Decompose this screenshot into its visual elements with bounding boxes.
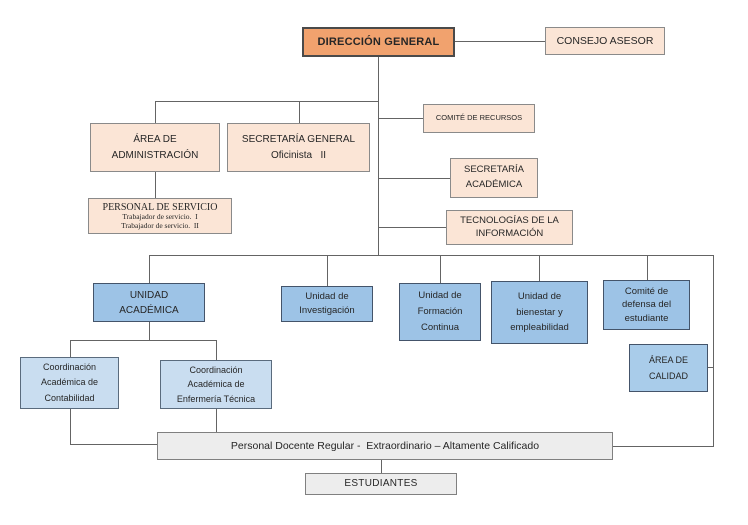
connector-line	[216, 340, 217, 360]
connector-line	[149, 322, 150, 340]
connector-line	[440, 255, 441, 283]
connector-line	[70, 340, 71, 357]
connector-line	[539, 255, 540, 281]
connector-line	[70, 340, 216, 341]
node-area-administracion: ÁREA DE ADMINISTRACIÓN	[90, 123, 220, 172]
node-label: ÁREA DE CALIDAD	[648, 354, 688, 381]
node-unidad-academica: UNIDAD ACADÉMICA	[93, 283, 205, 322]
connector-line	[155, 101, 156, 123]
node-label: CONSEJO ASESOR	[556, 34, 654, 47]
connector-line	[70, 409, 71, 444]
connector-line	[149, 255, 150, 283]
node-personal-docente: Personal Docente Regular - Extraordinari…	[157, 432, 613, 460]
node-label: TECNOLOGÍAS DE LA INFORMACIÓN	[460, 214, 559, 239]
node-sublabel: Trabajador de servicio. II	[121, 220, 199, 230]
node-label: PERSONAL DE SERVICIO	[102, 201, 218, 213]
node-label: Unidad de Investigación	[299, 290, 355, 316]
connector-line	[713, 255, 714, 447]
node-coordinacion-contabilidad: Coordinación Académica de Contabilidad	[20, 357, 119, 409]
node-direccion-general: DIRECCIÓN GENERAL	[302, 27, 455, 57]
node-label: DIRECCIÓN GENERAL	[317, 35, 440, 48]
node-label: SECRETARÍA ACADÉMICA	[463, 164, 524, 190]
node-coordinacion-enfermeria: Coordinación Académica de Enfermería Téc…	[160, 360, 272, 409]
connector-line	[155, 101, 378, 102]
connector-line	[299, 101, 300, 123]
node-comite-defensa: Comité de defensa del estudiante	[603, 280, 690, 330]
connector-line	[381, 460, 382, 473]
node-comite-recursos: COMITÉ DE RECURSOS	[423, 104, 535, 133]
node-label: SECRETARÍA GENERAL	[241, 133, 356, 145]
connector-line	[378, 118, 423, 119]
node-unidad-investigacion: Unidad de Investigación	[281, 286, 373, 322]
connector-line	[155, 172, 156, 198]
connector-line	[70, 444, 157, 445]
node-label: ÁREA DE ADMINISTRACIÓN	[111, 133, 199, 161]
node-area-calidad: ÁREA DE CALIDAD	[629, 344, 708, 392]
node-label: Comité de defensa del estudiante	[621, 286, 672, 324]
connector-line	[613, 446, 714, 447]
node-consejo-asesor: CONSEJO ASESOR	[545, 27, 665, 55]
node-label: COMITÉ DE RECURSOS	[435, 113, 523, 123]
node-unidad-bienestar: Unidad de bienestar y empleabilidad	[491, 281, 588, 344]
node-personal-servicio: PERSONAL DE SERVICIO Trabajador de servi…	[88, 198, 232, 234]
node-label: ESTUDIANTES	[344, 478, 418, 490]
connector-line	[378, 227, 446, 228]
node-label: UNIDAD ACADÉMICA	[119, 289, 179, 316]
connector-line	[708, 367, 713, 368]
connector-line	[378, 57, 379, 255]
node-tecnologias-informacion: TECNOLOGÍAS DE LA INFORMACIÓN	[446, 210, 573, 245]
node-secretaria-academica: SECRETARÍA ACADÉMICA	[450, 158, 538, 198]
connector-line	[149, 255, 714, 256]
node-label: Unidad de bienestar y empleabilidad	[510, 290, 569, 334]
connector-line	[216, 409, 217, 432]
node-secretaria-general: SECRETARÍA GENERAL Oficinista II	[227, 123, 370, 172]
node-label: Coordinación Académica de Enfermería Téc…	[176, 364, 256, 404]
node-unidad-formacion-continua: Unidad de Formación Continua	[399, 283, 481, 341]
node-label: Unidad de Formación Continua	[417, 290, 463, 333]
connector-line	[455, 41, 545, 42]
node-sublabel: Trabajador de servicio. I	[122, 212, 198, 222]
node-sublabel: Oficinista II	[270, 149, 326, 161]
connector-line	[327, 255, 328, 286]
node-label: Personal Docente Regular - Extraordinari…	[230, 439, 540, 452]
node-label: Coordinación Académica de Contabilidad	[40, 362, 99, 403]
node-estudiantes: ESTUDIANTES	[305, 473, 457, 495]
connector-line	[378, 178, 450, 179]
connector-line	[647, 255, 648, 280]
